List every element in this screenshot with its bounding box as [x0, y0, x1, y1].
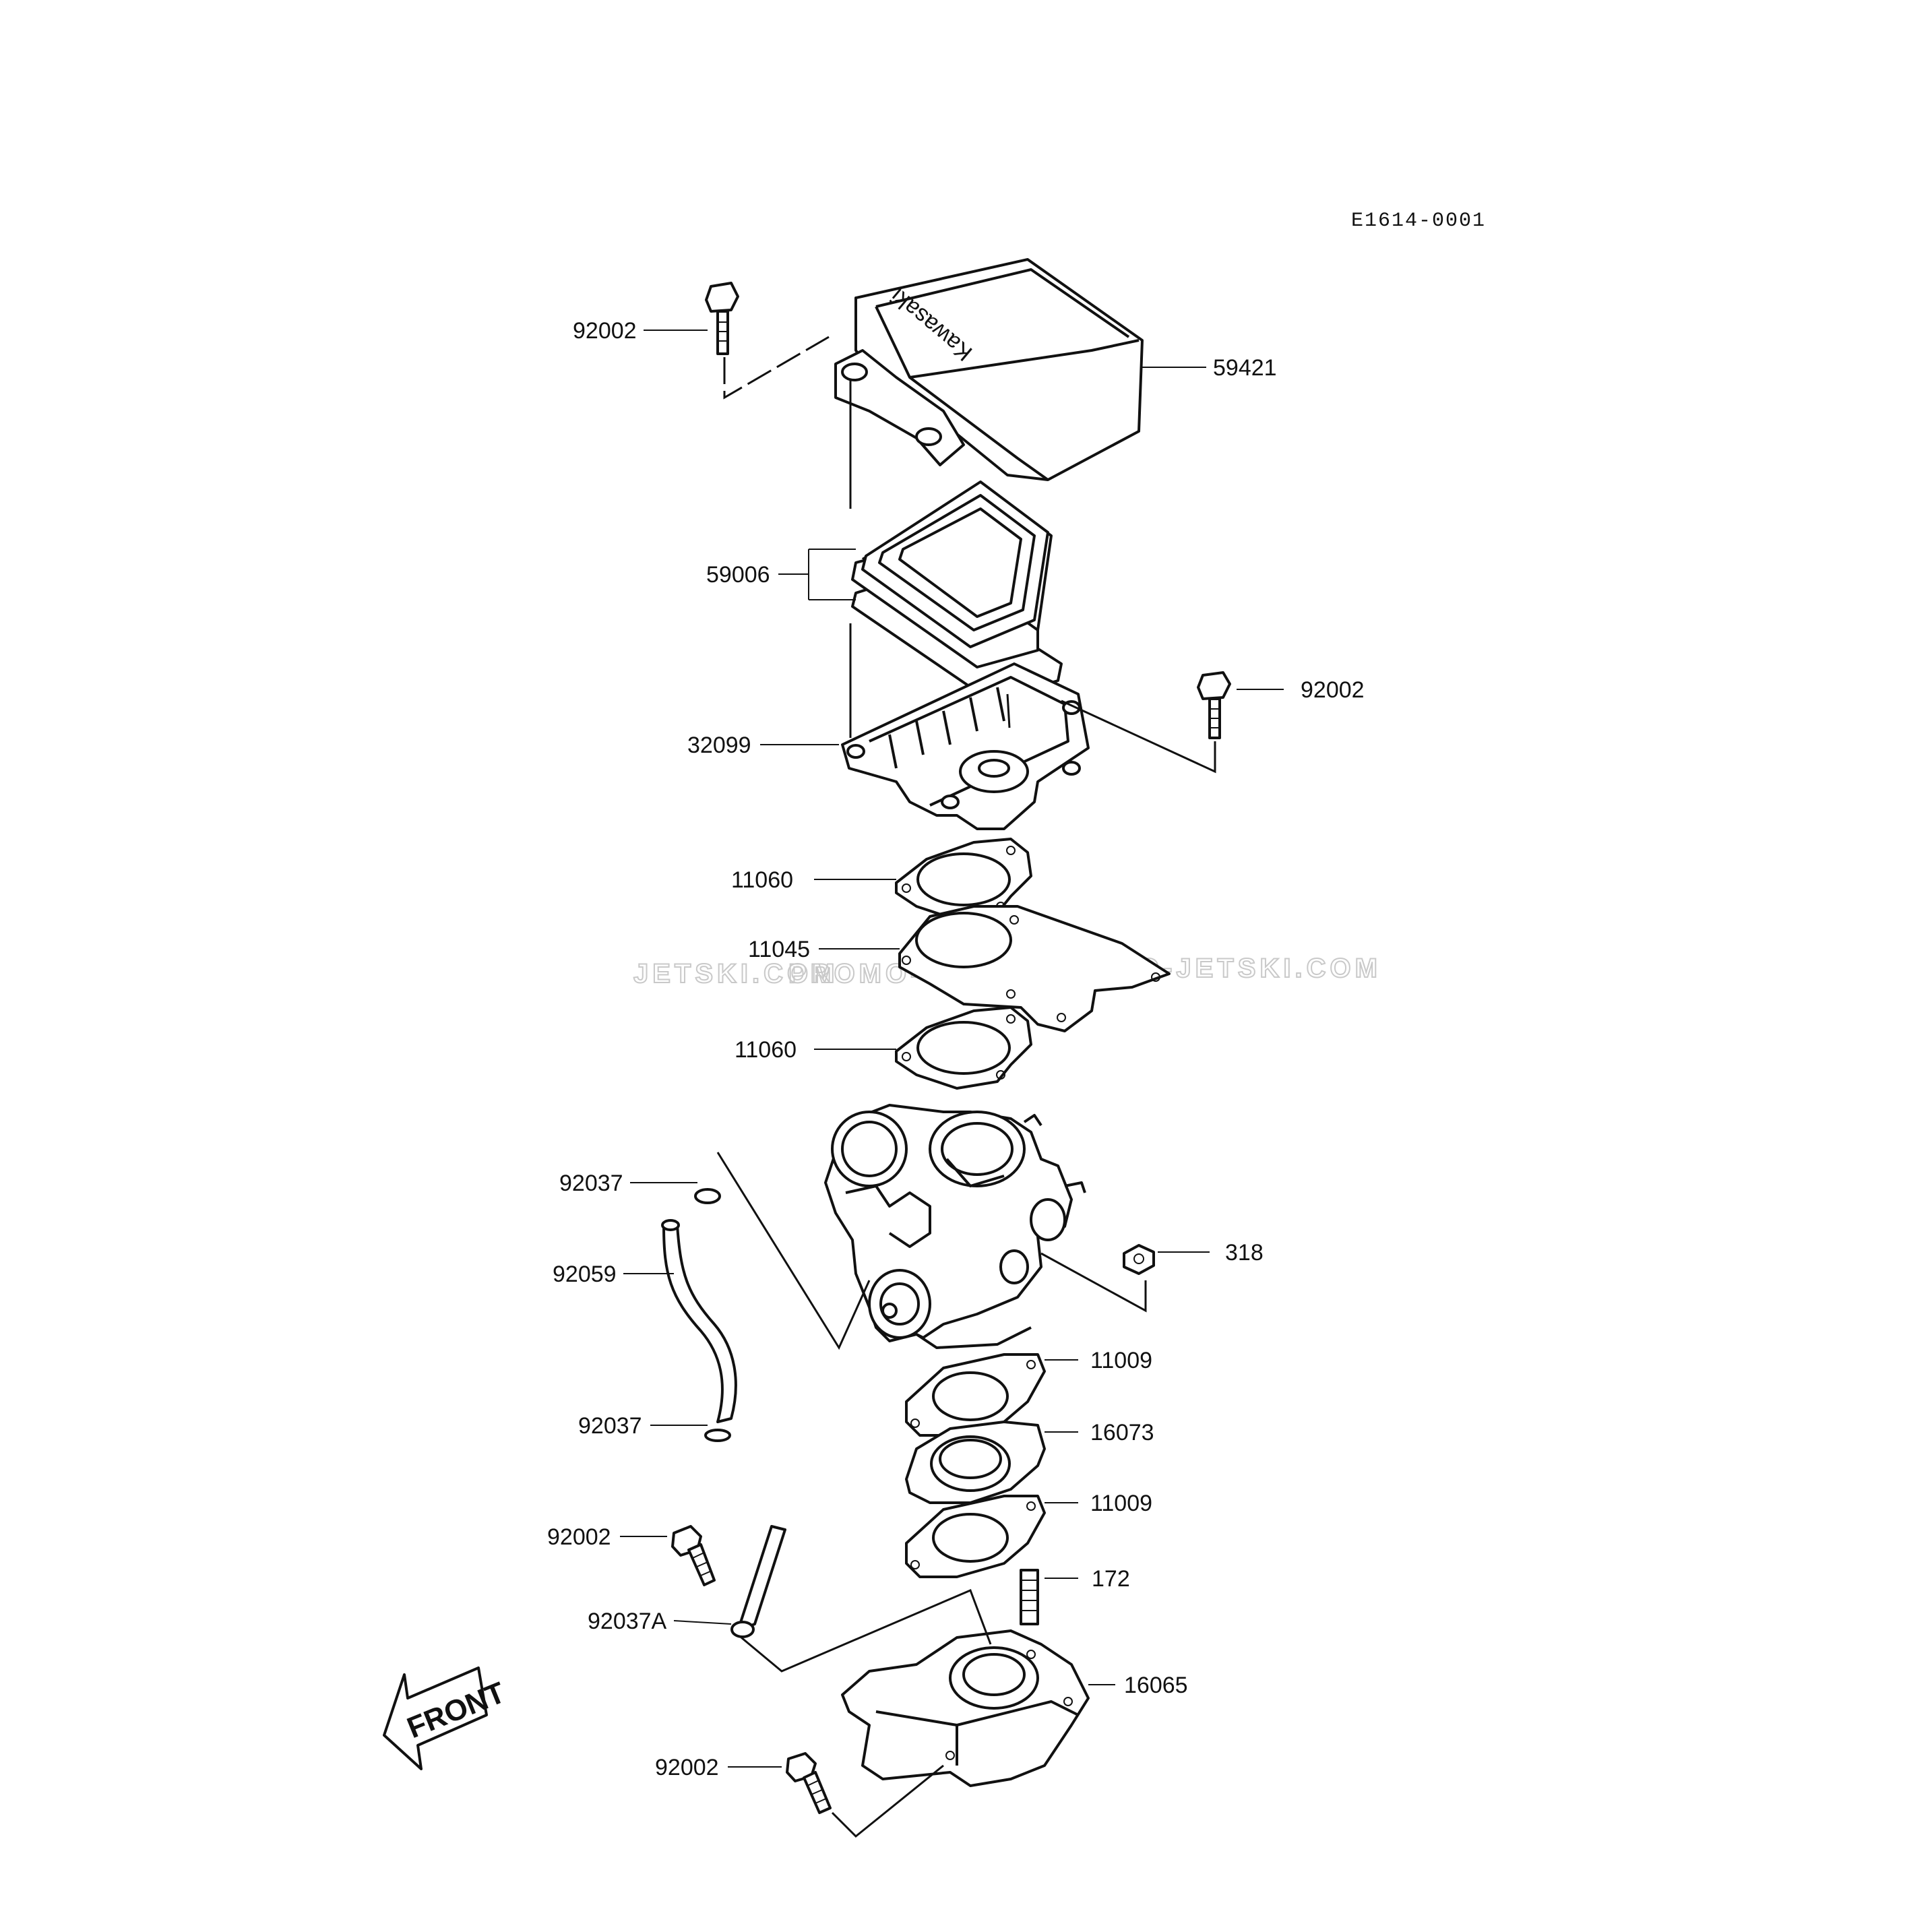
label-59006: 59006 [706, 562, 770, 588]
label-11009-lower: 11009 [1090, 1491, 1152, 1516]
watermark-1: JETSKI.COM [633, 959, 838, 989]
bolt-92002-right [1197, 671, 1231, 739]
label-11045: 11045 [748, 937, 810, 962]
air-case-32099 [841, 662, 1090, 830]
label-92002-top-left: 92002 [573, 318, 637, 344]
hose-clamp-92037-upper [694, 1188, 721, 1204]
gasket-11009-lower [905, 1495, 1046, 1578]
holder-16065 [841, 1629, 1090, 1787]
gasket-11060-upper [895, 838, 1032, 921]
diagram-code: E1614-0001 [1351, 210, 1486, 232]
part-labels: 92002 59421 59006 92002 32099 11060 1104… [547, 318, 1365, 1780]
plate-11045 [898, 905, 1171, 1032]
front-arrow-icon: FRONT [383, 1666, 509, 1770]
bolt-92002-top-left [705, 282, 739, 355]
carburetor [824, 1104, 1086, 1349]
clamp-92037a [730, 1525, 786, 1638]
label-11009-upper: 11009 [1090, 1348, 1152, 1373]
assembly-lines [716, 336, 1216, 1838]
label-92002-lower-left: 92002 [547, 1524, 611, 1550]
label-318: 318 [1225, 1240, 1264, 1266]
gasket-11060-lower [895, 1006, 1032, 1090]
label-32099: 32099 [687, 733, 751, 758]
hose-92059 [661, 1219, 737, 1423]
label-11060-lower: 11060 [735, 1037, 797, 1063]
bolt-92002-lower-left [671, 1525, 716, 1586]
label-92037-lower: 92037 [578, 1413, 642, 1439]
label-92037a: 92037A [588, 1609, 667, 1634]
hose-clamp-92037-lower [704, 1429, 731, 1442]
air-cover-59421: Kawasaki [834, 258, 1144, 481]
stud-172 [1020, 1569, 1039, 1625]
label-92037-upper: 92037 [559, 1171, 623, 1196]
nut-318 [1123, 1244, 1155, 1275]
leader-lines [620, 330, 1284, 1768]
label-16073: 16073 [1090, 1420, 1154, 1445]
label-92002-right: 92002 [1301, 677, 1365, 703]
insulator-16073 [905, 1421, 1046, 1504]
label-16065: 16065 [1124, 1673, 1188, 1698]
air-filter-59006 [851, 480, 1063, 702]
label-11060-upper: 11060 [731, 867, 793, 893]
label-172: 172 [1092, 1566, 1130, 1592]
label-92059: 92059 [553, 1261, 617, 1287]
gasket-11009-upper [905, 1353, 1046, 1437]
bolt-92002-bottom [786, 1752, 832, 1814]
label-59421: 59421 [1213, 355, 1277, 381]
label-92002-bottom: 92002 [655, 1755, 719, 1780]
